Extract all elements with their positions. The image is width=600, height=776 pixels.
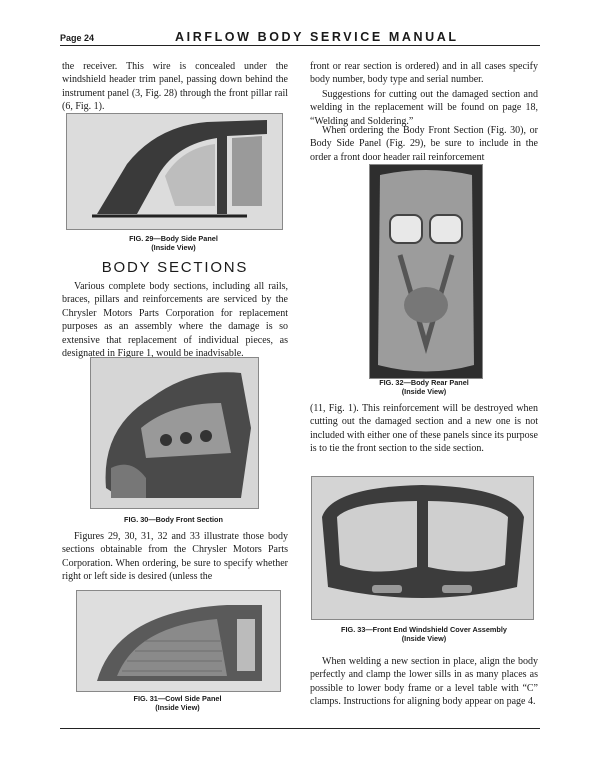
fig30-photo (90, 357, 259, 509)
footer-rule (60, 728, 540, 729)
fig32-photo (369, 164, 483, 379)
header-rule (60, 45, 540, 46)
fig29-caption: FIG. 29—Body Side Panel (Inside View) (66, 234, 281, 252)
fig33-photo (311, 476, 534, 620)
fig31-caption-line1: FIG. 31—Cowl Side Panel (133, 694, 222, 703)
fig29-caption-line2: (Inside View) (151, 242, 196, 252)
manual-title: AIRFLOW BODY SERVICE MANUAL (175, 30, 459, 44)
fig29-caption-line1: FIG. 29—Body Side Panel (129, 234, 218, 243)
left-paragraph-1: the receiver. This wire is concealed und… (62, 61, 288, 113)
section-heading: BODY SECTIONS (101, 259, 249, 276)
fig29-photo (66, 113, 283, 230)
fig32-caption-line1: FIG. 32—Body Rear Panel (379, 378, 469, 387)
right-paragraph-3: When ordering the Body Front Section (Fi… (310, 125, 538, 163)
right-paragraph-1: front or rear section is ordered) and in… (310, 61, 538, 86)
fig31-caption-line2: (Inside View) (155, 702, 200, 712)
right-paragraph-5: When welding a new section in place, ali… (310, 656, 538, 708)
fig30-caption-line1: FIG. 30—Body Front Section (124, 515, 223, 524)
page-number: Page 24 (60, 33, 95, 43)
right-paragraph-4: (11, Fig. 1). This reinforcement will be… (310, 403, 538, 455)
left-paragraph-3: Figures 29, 30, 31, 32 and 33 illustrate… (62, 531, 288, 583)
fig33-caption-line1: FIG. 33—Front End Windshield Cover Assem… (341, 625, 507, 634)
fig32-caption-line2: (Inside View) (401, 386, 447, 396)
fig32-caption: FIG. 32—Body Rear Panel (Inside View) (310, 378, 538, 396)
fig30-caption: FIG. 30—Body Front Section (66, 515, 281, 525)
fig33-caption-line2: (Inside View) (401, 633, 447, 643)
fig31-photo (76, 590, 281, 692)
left-paragraph-2: Various complete body sections, includin… (62, 281, 288, 360)
fig31-caption: FIG. 31—Cowl Side Panel (Inside View) (76, 694, 279, 712)
right-paragraph-2: Suggestions for cutting out the damaged … (310, 89, 538, 127)
fig33-caption: FIG. 33—Front End Windshield Cover Assem… (310, 625, 538, 643)
